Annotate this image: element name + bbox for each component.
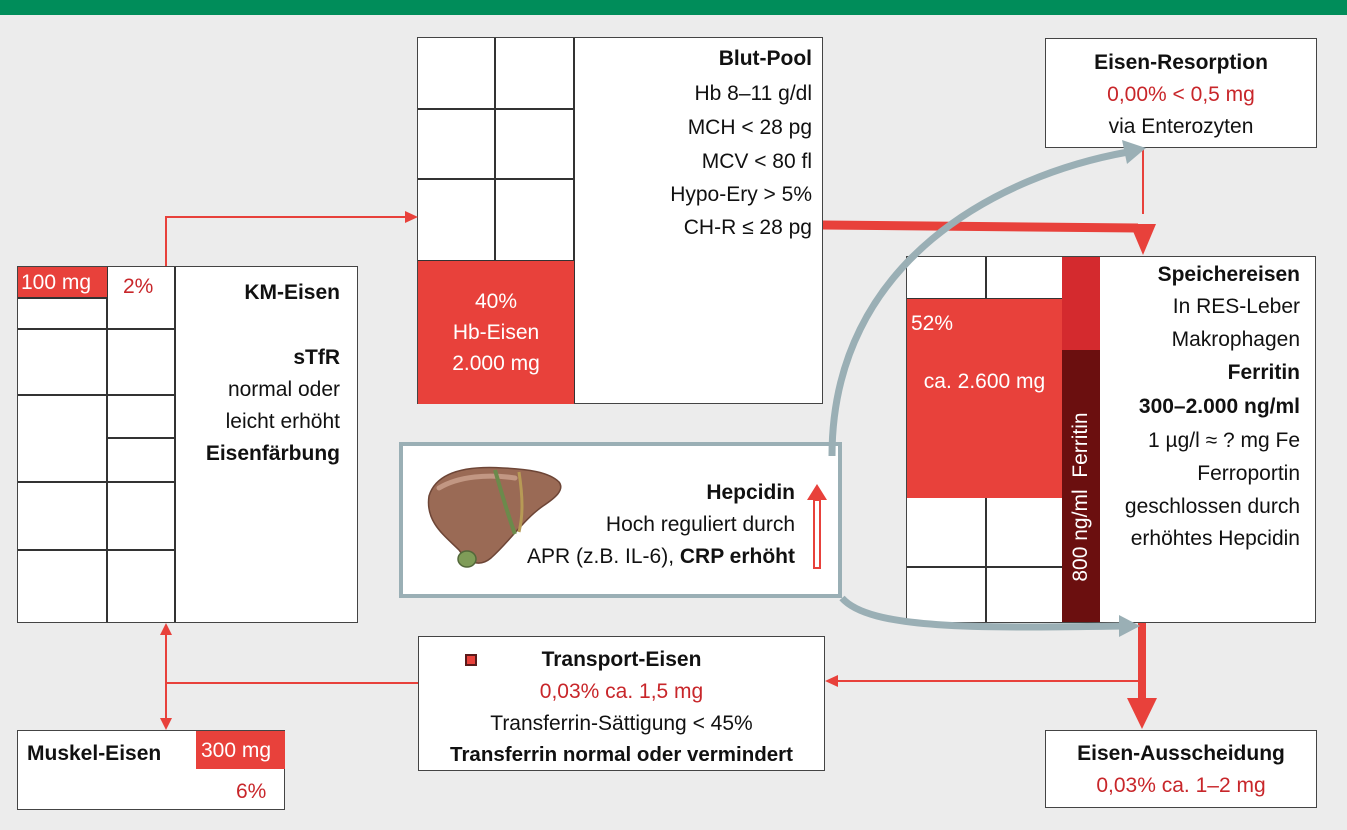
ferritin-conversion: 1 µg/l ≈ ? mg Fe	[1147, 429, 1300, 452]
transport-value: 0,03% ca. 1,5 mg	[539, 680, 704, 703]
hepcidin-resorption-arrowhead	[1122, 140, 1146, 164]
blut-pool-title: Blut-Pool	[718, 47, 812, 70]
stfr-label: sTfR	[293, 346, 340, 369]
blut-pool-line: CH-R ≤ 28 pg	[683, 216, 812, 239]
resorption-via: via Enterozyten	[1108, 115, 1254, 138]
blut-pool-line: Hb 8–11 g/dl	[694, 82, 812, 105]
speicher-line: Ferroportin	[1197, 462, 1300, 485]
grid-line	[494, 38, 496, 260]
speicher-line: Makrophagen	[1171, 328, 1300, 351]
grid-line	[106, 267, 108, 622]
grid-line	[418, 108, 573, 110]
hb-iron-amount: 2.000 mg	[452, 352, 540, 375]
to-muscle-arrowhead	[160, 718, 172, 730]
resorption-title: Eisen-Resorption	[1094, 51, 1268, 74]
muskel-iron-amount: 300 mg	[201, 739, 272, 762]
hb-iron-percent: 40%	[474, 290, 518, 313]
blut-pool-line: Hypo-Ery > 5%	[670, 183, 812, 206]
speichereisen-box: 52% ca. 2.600 mg 800 ng/ml Ferritin Spei…	[906, 256, 1316, 623]
muskel-iron-fill	[196, 731, 285, 769]
km-iron-amount: 100 mg	[21, 271, 92, 294]
grid-line	[18, 328, 174, 330]
ferritin-range: 300–2.000 ng/ml	[1138, 395, 1300, 418]
km-to-blood-arrowhead	[405, 211, 418, 223]
grid-line	[18, 481, 174, 483]
blut-pool-box: 40% Hb-Eisen 2.000 mg Blut-Pool Hb 8–11 …	[417, 37, 823, 404]
hepcidin-line1: Hoch reguliert durch	[606, 511, 795, 539]
blut-pool-line: MCV < 80 fl	[701, 150, 812, 173]
storage-iron-amount: ca. 2.600 mg	[923, 370, 1046, 393]
into-storage-arrowhead	[1130, 224, 1156, 255]
hepcidin-apr-text: APR (z.B. IL-6),	[527, 545, 680, 568]
grid-line	[907, 566, 1062, 568]
storage-to-transport-arrowhead	[825, 675, 838, 687]
hepcidin-block-resorption-arrow	[828, 148, 1129, 457]
speicher-title: Speichereisen	[1157, 263, 1300, 286]
grid-line	[18, 297, 107, 299]
km-to-blood-arrow	[165, 216, 406, 266]
hepcidin-box: Hepcidin Hoch reguliert durch APR (z.B. …	[399, 442, 842, 598]
header-bar	[0, 0, 1347, 15]
to-km-arrowhead	[160, 623, 172, 635]
storage-iron-percent: 52%	[911, 312, 954, 335]
iron-stain-label: Eisenfärbung	[205, 442, 340, 465]
hepcidin-title: Hepcidin	[706, 481, 795, 504]
resorption-value: 0,00% < 0,5 mg	[1107, 83, 1255, 106]
km-eisen-title: KM-Eisen	[244, 281, 340, 304]
up-arrow-icon	[807, 484, 827, 569]
crp-text: CRP erhöht	[679, 545, 795, 568]
hb-iron-name: Hb-Eisen	[452, 321, 540, 344]
transport-marker-icon	[465, 654, 477, 666]
ausscheidung-box: Eisen-Ausscheidung 0,03% ca. 1–2 mg	[1045, 730, 1317, 808]
stfr-line: normal oder	[227, 378, 340, 401]
blood-to-storage-arrow	[822, 220, 1139, 233]
grid-line	[18, 394, 174, 396]
stfr-line: leicht erhöht	[225, 410, 340, 433]
grid-line	[418, 260, 573, 262]
hepcidin-block-storage-arrow	[839, 595, 1123, 631]
ferritin-bar	[1062, 350, 1100, 622]
blut-pool-line: MCH < 28 pg	[687, 116, 812, 139]
grid-line	[418, 178, 573, 180]
ausscheidung-title: Eisen-Ausscheidung	[1077, 742, 1285, 765]
hepcidin-storage-arrowhead	[1119, 615, 1140, 637]
km-iron-fill	[18, 267, 107, 297]
hepcidin-line1-text: Hoch reguliert durch	[605, 513, 795, 536]
ferritin-bar-top	[1062, 257, 1100, 350]
muskel-iron-percent: 6%	[236, 780, 267, 803]
speicher-line: In RES-Leber	[1172, 295, 1300, 318]
liver-icon	[427, 466, 562, 568]
transferrin-saturation: Transferrin-Sättigung < 45%	[490, 712, 753, 735]
km-iron-percent: 2%	[123, 275, 154, 298]
storage-iron-fill	[907, 299, 1062, 498]
transport-title: Transport-Eisen	[541, 648, 702, 671]
muskel-title: Muskel-Eisen	[27, 742, 162, 765]
speicher-line: geschlossen durch	[1124, 495, 1300, 518]
grid-line	[907, 298, 1062, 300]
ausscheidung-value: 0,03% ca. 1–2 mg	[1096, 774, 1266, 797]
grid-line	[18, 549, 174, 551]
excretion-arrowhead	[1127, 698, 1157, 729]
grid-line	[174, 267, 176, 622]
hb-iron-fill	[418, 261, 574, 404]
grid-line	[573, 38, 575, 403]
grid-line	[106, 437, 174, 439]
resorption-box: Eisen-Resorption 0,00% < 0,5 mg via Ente…	[1045, 38, 1317, 148]
transport-box: Transport-Eisen 0,03% ca. 1,5 mg Transfe…	[418, 636, 825, 771]
transferrin-status: Transferrin normal oder vermindert	[450, 743, 793, 766]
ferritin-label: Ferritin	[1227, 361, 1300, 384]
hepcidin-line2: APR (z.B. IL-6), CRP erhöht	[527, 543, 795, 571]
speicher-line: erhöhtes Hepcidin	[1130, 527, 1300, 550]
km-eisen-box: 100 mg 2% KM-Eisen sTfR normal oder leic…	[17, 266, 358, 623]
muskel-box: Muskel-Eisen 300 mg 6%	[17, 730, 285, 810]
